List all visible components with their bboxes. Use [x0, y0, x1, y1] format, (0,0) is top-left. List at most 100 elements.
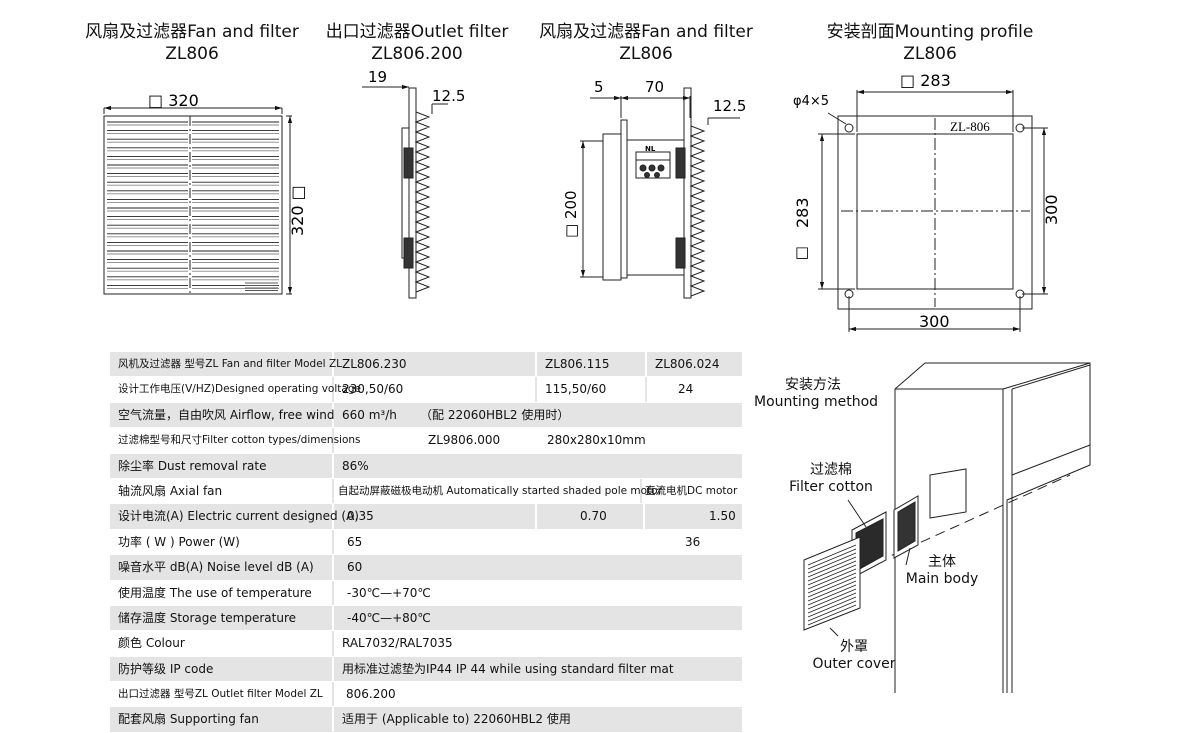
cell-divider	[645, 352, 647, 377]
cell-divider	[332, 504, 334, 529]
cell-divider	[332, 428, 334, 453]
spec-value: 24	[678, 382, 694, 397]
dim-mount-300-right: 300	[1042, 194, 1061, 225]
dim-mount-300-bottom: 300	[919, 312, 950, 331]
spec-label: 防护等级 IP code	[118, 661, 214, 676]
cell-divider	[332, 453, 334, 478]
title-en: Mounting profile	[894, 22, 1034, 42]
spec-value: 适用于 (Applicable to) 22060HBL2 使用	[342, 712, 571, 727]
cell-divider	[332, 529, 334, 555]
filter-cotton-label: 过滤棉 Filter cotton	[786, 462, 876, 496]
spec-value: 1.50	[709, 509, 736, 524]
dim-side-5: 5	[594, 78, 604, 96]
dim-outlet-19: 19	[368, 68, 387, 86]
spec-label: 噪音水平 dB(A) Noise level dB (A)	[118, 560, 314, 575]
spec-value: 806.200	[346, 687, 396, 702]
spec-label: 出口过滤器 型号ZL Outlet filter Model ZL	[118, 688, 323, 701]
body-cn: 主体	[928, 554, 956, 570]
spec-value: 36	[685, 534, 701, 549]
cell-divider	[535, 377, 537, 402]
spec-label: 配套风扇 Supporting fan	[118, 712, 259, 727]
spec-row: 设计电流(A) Electric current designed (A)0.3…	[110, 504, 742, 530]
spec-label: 风机及过滤器 型号ZL Fan and filter Model ZL	[118, 358, 342, 370]
spec-value: -30℃—+70℃	[347, 585, 431, 600]
cotton-en: Filter cotton	[789, 479, 873, 495]
spec-label: 设计电流(A) Electric current designed (A)	[118, 509, 359, 524]
title-model: ZL806	[619, 44, 673, 64]
dim-side-12-5: 12.5	[713, 97, 746, 115]
main-body-label: 主体 Main body	[904, 554, 980, 588]
mounting-method-label: 安装方法 Mounting method	[754, 377, 879, 411]
outlet-side-view	[362, 84, 448, 299]
mounting-profile-title: 安装剖面Mounting profile ZL806	[812, 21, 1048, 65]
spec-value: RAL7032/RAL7035	[342, 636, 453, 651]
spec-row: 防护等级 IP code 用标准过滤垫为IP44 IP 44 while usin…	[110, 656, 742, 683]
spec-row: 储存温度 Storage temperature-40℃—+80℃	[110, 605, 742, 632]
cell-divider	[332, 707, 334, 732]
spec-value: ZL806.115	[545, 357, 610, 371]
spec-value: ZL806.230	[342, 357, 407, 371]
cell-divider	[332, 631, 334, 656]
cell-divider	[645, 377, 647, 402]
cell-divider	[332, 478, 334, 504]
fan-side-view	[580, 87, 740, 299]
title-en: Outlet filter	[410, 22, 509, 42]
spec-row: 过滤棉型号和尺寸Filter cotton types/dimensions ZL…	[110, 428, 742, 454]
spec-value: 230,50/60	[342, 382, 404, 397]
outer-cover-label: 外罩 Outer cover	[806, 639, 902, 673]
spec-value: 65	[347, 534, 363, 549]
title-en: Fan and filter	[641, 22, 753, 42]
dim-mount-283-left: 283	[793, 197, 812, 228]
dim-mount-square-left: □	[795, 243, 809, 261]
spec-label: 设计工作电压(V/HZ)Designed operating voltage	[118, 383, 361, 396]
spec-label: 空气流量，自由吹风 Airflow, free wind	[118, 407, 335, 422]
spec-value: 0.70	[580, 509, 607, 524]
cell-divider	[332, 682, 334, 707]
spec-value: 自起动屏蔽磁极电动机 Automatically started shaded …	[338, 484, 662, 497]
spec-value: 直流电机DC motor	[645, 484, 738, 497]
spec-value: 0.35	[347, 509, 374, 524]
nl-label: NL	[645, 145, 656, 153]
cell-divider	[332, 580, 334, 605]
cell-divider	[332, 402, 334, 428]
dim-fan-width: □ 320	[148, 91, 199, 110]
title-cn: 风扇及过滤器	[85, 22, 188, 42]
spec-value: 660 m³/h	[342, 407, 397, 422]
dim-fan-height: 320 □	[288, 185, 307, 236]
fan-filter-side-title: 风扇及过滤器Fan and filter ZL806	[533, 21, 759, 65]
cell-divider	[643, 504, 645, 529]
dim-mount-283-top: □ 283	[900, 71, 951, 90]
cell-divider	[535, 352, 537, 377]
spec-row: 出口过滤器 型号ZL Outlet filter Model ZL 806.200	[110, 682, 742, 708]
outlet-filter-title: 出口过滤器Outlet filter ZL806.200	[323, 21, 511, 65]
method-en: Mounting method	[754, 394, 879, 410]
title-en: Fan and filter	[187, 22, 299, 42]
cell-divider	[535, 504, 537, 529]
cell-divider	[332, 352, 334, 377]
spec-value: ZL806.024	[655, 357, 720, 371]
method-cn: 安装方法	[785, 377, 841, 393]
spec-label: 储存温度 Storage temperature	[118, 610, 297, 625]
title-cn: 风扇及过滤器	[539, 22, 642, 42]
installation-isometric	[803, 362, 1091, 693]
cell-divider	[332, 555, 334, 580]
cell-divider	[640, 478, 642, 504]
title-model: ZL806.200	[371, 44, 463, 64]
spec-value: ZL9806.000	[428, 433, 501, 448]
cell-divider	[332, 656, 334, 682]
spec-label: 过滤棉型号和尺寸Filter cotton types/dimensions	[118, 434, 361, 447]
title-cn: 出口过滤器	[325, 22, 411, 42]
fan-front-view	[103, 105, 293, 295]
spec-row: 噪音水平 dB(A) Noise level dB (A)60	[110, 555, 742, 581]
cover-cn: 外罩	[840, 639, 868, 655]
spec-value: 用标准过滤垫为IP44 IP 44 while using standard f…	[342, 661, 674, 676]
dim-mount-holes: φ4×5	[793, 94, 829, 109]
